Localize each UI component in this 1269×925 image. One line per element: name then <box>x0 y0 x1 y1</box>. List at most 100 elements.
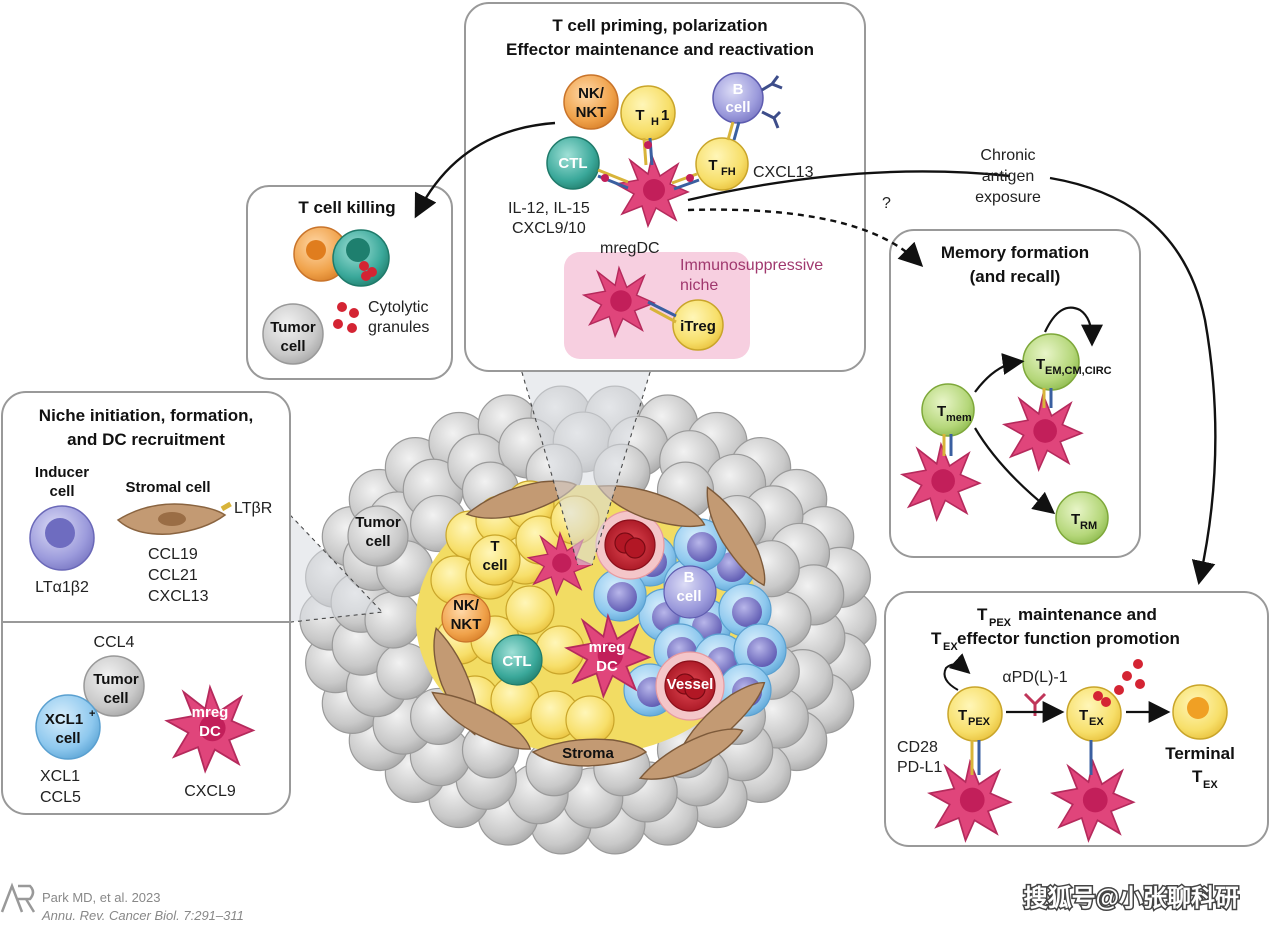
chronic-label-1: Chronic <box>980 147 1035 164</box>
t-cell <box>505 585 555 635</box>
chronic-label-2: antigen <box>982 168 1035 185</box>
tpex-synapses <box>970 740 1093 775</box>
itreg-label: iTreg <box>680 318 716 335</box>
stromal-chem-1: CCL19 <box>148 546 198 563</box>
center-t-cell <box>469 534 521 586</box>
b-cell-nucleus <box>732 597 762 627</box>
tex-granules <box>1093 659 1145 707</box>
citation: Park MD, et al. 2023 Annu. Rev. Cancer B… <box>0 882 244 923</box>
tpex-title-2-sub: EX <box>943 641 958 653</box>
itreg-cell <box>672 299 724 351</box>
priming-title-1: T cell priming, polarization <box>552 16 767 35</box>
xcl1-label-1: XCL1 <box>45 711 83 728</box>
self-renew-arrow <box>943 653 971 691</box>
stromal-chem-2: CCL21 <box>148 567 198 584</box>
tpex-sub: PEX <box>968 716 991 728</box>
tfh-label: T <box>708 157 717 174</box>
inducer-label-2: cell <box>49 483 74 500</box>
nk-cell <box>563 74 619 130</box>
antibody-label: αPD(L)-1 <box>1002 669 1067 686</box>
xcl1-chem-2: CCL5 <box>40 789 81 806</box>
zoom-wedge-top <box>522 372 650 565</box>
center-nk-cell <box>441 593 491 643</box>
ltbr-label: LTβR <box>234 500 272 517</box>
zoom-wedge-left <box>290 515 382 622</box>
antibody-icons <box>761 75 783 129</box>
red-blood-cell <box>624 537 646 559</box>
cxcl13-label: CXCL13 <box>753 164 814 181</box>
citation-line-2: Annu. Rev. Cancer Biol. 7:291–311 <box>41 908 244 923</box>
th1-sub: H <box>651 116 659 128</box>
center-mreg-label-2: DC <box>596 658 618 675</box>
th1-cell <box>620 85 676 141</box>
tpex-title-2-rest: effector function promotion <box>957 629 1180 648</box>
cytokines-2: CXCL9/10 <box>512 220 586 237</box>
niche-tumor-cell <box>83 655 145 717</box>
memory-synapses <box>942 388 1053 456</box>
b-cell-nucleus <box>747 637 777 667</box>
nk-label-1: NK/ <box>578 85 605 102</box>
tumor-cell <box>364 591 422 649</box>
tex-sub: EX <box>1089 716 1104 728</box>
terminal-label-2-sub: EX <box>1203 779 1218 791</box>
niche-tumor-label-1: Tumor <box>93 671 139 688</box>
tfh-cell <box>695 137 749 191</box>
center-tumor-cell <box>347 505 409 567</box>
niche-title-2: and DC recruitment <box>67 430 225 449</box>
center-bcell-label-2: cell <box>676 588 701 605</box>
center-labels: Tumor cell T cell B cell NK/ NKT CTL mre… <box>355 514 713 762</box>
memory-panel: Memory formation (and recall) T mem T EM… <box>889 229 1141 558</box>
killing-tumor-label-2: cell <box>280 338 305 355</box>
tex-label: T <box>1079 707 1088 724</box>
cxcl9-label: CXCL9 <box>184 783 236 800</box>
tpex-title-1: T <box>977 605 988 624</box>
trm-label: T <box>1071 511 1080 528</box>
th1-label: T <box>635 107 644 124</box>
granules <box>333 302 359 333</box>
center-ctl-cell <box>491 634 543 686</box>
tem-cell <box>1022 333 1080 391</box>
trm-cell <box>1055 491 1109 545</box>
niche-panel-frame <box>1 391 291 815</box>
bcell-label-2: cell <box>725 99 750 116</box>
killing-title: T cell killing <box>298 198 395 217</box>
inducer-label-1: Inducer <box>35 464 89 481</box>
tpex-label: T <box>958 707 967 724</box>
ccl4-label: CCL4 <box>94 634 135 651</box>
priming-title-2: Effector maintenance and reactivation <box>506 40 814 59</box>
niche-label-2: niche <box>680 277 718 294</box>
niche-tumor-label-2: cell <box>103 690 128 707</box>
granules-label-1: Cytolytic <box>368 299 428 316</box>
terminal-label-2: T <box>1192 767 1203 786</box>
center-mreg-label: mreg <box>589 639 626 656</box>
center-bcell-label: B <box>684 569 695 586</box>
xcl1-sup: + <box>89 708 95 720</box>
center-tcell-label: T <box>490 538 499 555</box>
killing-tumor-cell <box>262 303 324 365</box>
stroma-cell <box>531 738 648 767</box>
question-mark: ? <box>882 195 891 212</box>
marker-cd28: CD28 <box>897 739 938 756</box>
center-nk-label-2: NKT <box>451 616 482 633</box>
niche-title-1: Niche initiation, formation, <box>39 406 253 425</box>
center-stroma-label: Stroma <box>562 745 614 762</box>
xcl1-chem-1: XCL1 <box>40 768 80 785</box>
th1-num: 1 <box>661 107 669 124</box>
ctl-cell <box>546 136 600 190</box>
niche-mreg-label-1: mreg <box>192 704 229 721</box>
watermark: 搜狐号@小张聊科研 <box>1024 884 1239 912</box>
antibody-icon <box>1023 692 1047 716</box>
stroma-cell <box>706 486 766 587</box>
memory-title-1: Memory formation <box>941 243 1089 262</box>
connecting-arrows <box>414 121 1217 586</box>
center-tcell-label-2: cell <box>482 557 507 574</box>
ar-logo <box>0 882 36 913</box>
tpex-panel: T PEX maintenance and T EX effector func… <box>884 591 1269 847</box>
tmem-sub: mem <box>946 412 972 424</box>
tfh-sub: FH <box>721 166 736 178</box>
ctl-label: CTL <box>558 155 587 172</box>
cytokines-1: IL-12, IL-15 <box>508 200 590 217</box>
b-cell-nucleus <box>607 582 637 612</box>
inducer-marker: LTα1β2 <box>35 579 89 596</box>
